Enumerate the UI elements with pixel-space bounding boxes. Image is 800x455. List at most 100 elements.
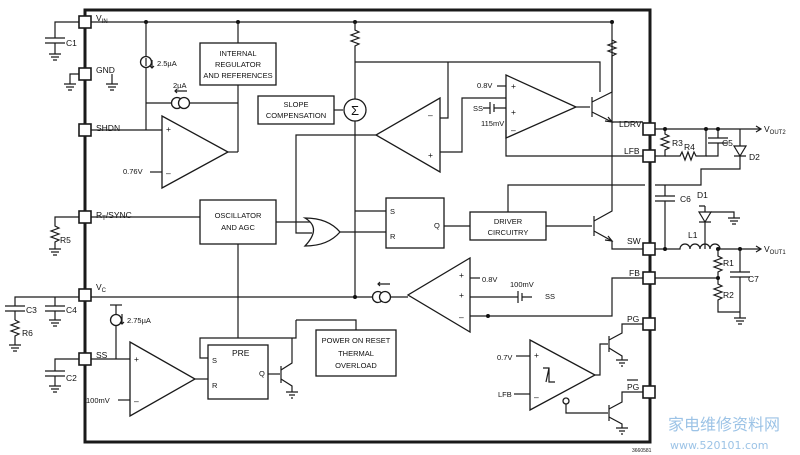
svg-text:–: – — [166, 168, 171, 178]
ss-comparator: + – 100mV — [86, 340, 208, 418]
pin-gnd: GND — [78, 65, 115, 81]
svg-text:C3: C3 — [26, 305, 37, 315]
watermark: 家电维修资料网 www.520101.com — [668, 415, 780, 452]
svg-text:+: + — [459, 290, 464, 300]
svg-text:+: + — [534, 350, 539, 360]
svg-text:SS: SS — [473, 104, 483, 113]
sr-latch-pwm: S R Q — [355, 197, 470, 249]
svg-text:INTERNAL: INTERNAL — [219, 49, 256, 58]
svg-text:SS: SS — [545, 292, 555, 301]
svg-text:FB: FB — [629, 268, 640, 278]
svg-text:C1: C1 — [66, 38, 77, 48]
svg-text:R5: R5 — [60, 235, 71, 245]
svg-text:DRIVER: DRIVER — [494, 217, 523, 226]
pg-bar-transistor — [608, 391, 643, 435]
svg-text:LFB: LFB — [624, 146, 640, 156]
svg-text:+: + — [166, 124, 171, 134]
current-source-2p75ua: 2.75µA — [109, 304, 151, 359]
svg-text:家电维修资料网: 家电维修资料网 — [668, 415, 780, 434]
svg-text:–: – — [428, 110, 433, 120]
svg-text:S: S — [212, 356, 217, 365]
svg-text:R: R — [390, 232, 396, 241]
output-vout2: VOUT2 — [740, 124, 786, 136]
svg-text:–: – — [534, 392, 539, 402]
gm-current-source — [91, 281, 408, 304]
svg-text:PRE: PRE — [232, 348, 250, 358]
svg-text:+: + — [134, 354, 139, 364]
ldo-error-amplifier: + + – 0.8V SS 115mV — [473, 73, 643, 157]
svg-text:C2: C2 — [66, 373, 77, 383]
svg-text:D1: D1 — [697, 190, 708, 200]
svg-text:+: + — [459, 270, 464, 280]
svg-text:LFB: LFB — [498, 390, 512, 399]
fb-error-amplifier: + + – 0.8V 100mV SS — [406, 256, 643, 334]
svg-text:Q: Q — [259, 369, 265, 378]
diode-d1: D1 — [697, 190, 740, 249]
svg-text:REGULATOR: REGULATOR — [215, 60, 262, 69]
ic-package-outline — [83, 8, 652, 444]
svg-text:SLOPE: SLOPE — [283, 100, 308, 109]
svg-text:COMPENSATION: COMPENSATION — [266, 111, 326, 120]
svg-text:LDRV: LDRV — [619, 119, 642, 129]
capacitor-c1: C1 — [45, 21, 79, 61]
svg-text:POWER ON RESET: POWER ON RESET — [322, 336, 391, 345]
svg-text:GND: GND — [96, 65, 115, 75]
svg-text:S: S — [390, 207, 395, 216]
pg-transistor — [608, 323, 643, 367]
svg-text:C5: C5 — [722, 138, 733, 148]
pg-comparator: + – 0.7V LFB — [497, 338, 608, 414]
svg-text:0.7V: 0.7V — [497, 353, 512, 362]
power-on-reset-block: POWER ON RESET THERMAL OVERLOAD — [296, 319, 397, 377]
svg-text:Σ: Σ — [351, 103, 359, 118]
svg-text:SHDN: SHDN — [96, 123, 120, 133]
shdn-comparator: + – 0.76V — [91, 114, 238, 190]
resistor-r2: R2 — [712, 278, 740, 313]
svg-text:2.75µA: 2.75µA — [127, 316, 151, 325]
svg-text:Q: Q — [434, 221, 440, 230]
svg-text:2.5µA: 2.5µA — [157, 59, 177, 68]
resistor-r6: R6 — [9, 319, 33, 352]
svg-text:R6: R6 — [22, 328, 33, 338]
svg-text:VOUT2: VOUT2 — [764, 124, 786, 136]
svg-text:AND AGC: AND AGC — [221, 223, 255, 232]
svg-text:2µA: 2µA — [173, 81, 187, 90]
svg-text:–: – — [134, 396, 139, 406]
capacitor-c2: C2 — [45, 358, 79, 393]
switch-transistor — [593, 95, 643, 250]
svg-text:–: – — [459, 312, 464, 322]
svg-text:0.76V: 0.76V — [123, 167, 143, 176]
diode-d2: D2 — [655, 129, 760, 186]
svg-text:C6: C6 — [680, 194, 691, 204]
inductor-l1: L1 VOUT1 — [655, 230, 786, 256]
svg-text:C7: C7 — [748, 274, 759, 284]
svg-text:RT/SYNC: RT/SYNC — [96, 210, 132, 222]
svg-text:OSCILLATOR: OSCILLATOR — [215, 211, 262, 220]
svg-text:L1: L1 — [688, 230, 698, 240]
svg-text:R4: R4 — [684, 142, 695, 152]
or-gate — [302, 217, 386, 247]
svg-text:VC: VC — [96, 282, 107, 294]
svg-text:0.8V: 0.8V — [477, 81, 492, 90]
svg-text:100mV: 100mV — [510, 280, 534, 289]
pwm-comparator: – + — [295, 62, 506, 234]
svg-text:PG: PG — [627, 314, 639, 324]
current-source-2p5ua: 2.5µA — [139, 22, 177, 130]
svg-text:+: + — [511, 81, 516, 91]
capacitor-c7: C7 — [730, 249, 759, 325]
svg-text:100mV: 100mV — [86, 396, 110, 405]
driver-circuitry-block: DRIVER CIRCUITRY — [469, 184, 645, 241]
pin-ss: SS — [78, 350, 108, 366]
svg-text:R3: R3 — [672, 138, 683, 148]
svg-text:R1: R1 — [723, 258, 734, 268]
svg-text:CIRCUITRY: CIRCUITRY — [488, 228, 529, 237]
svg-text:VIN: VIN — [96, 13, 108, 25]
svg-text:D2: D2 — [749, 152, 760, 162]
svg-text:www.520101.com: www.520101.com — [670, 439, 768, 452]
capacitor-c5: C5 — [706, 129, 733, 157]
svg-text:OVERLOAD: OVERLOAD — [335, 361, 377, 370]
svg-text:0.8V: 0.8V — [482, 275, 497, 284]
resistor-r1: R1 — [655, 249, 734, 279]
ground-gnd — [64, 73, 118, 91]
slope-compensation-block: SLOPE COMPENSATION — [257, 95, 343, 125]
